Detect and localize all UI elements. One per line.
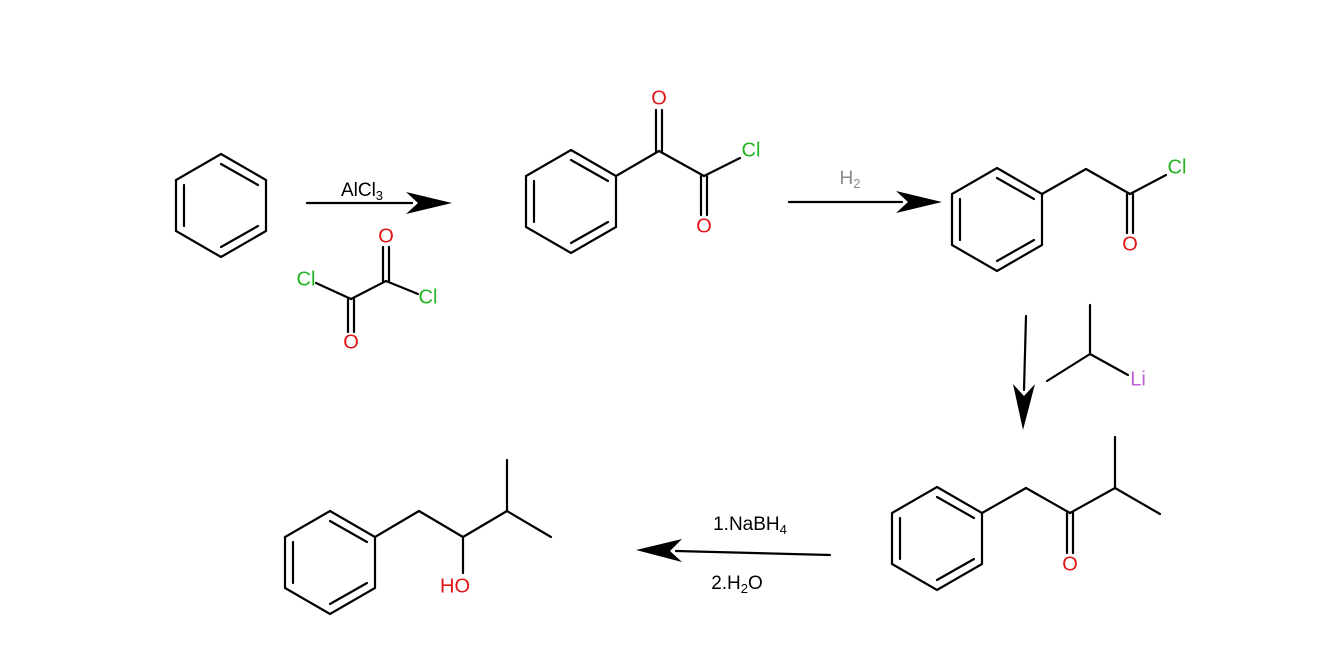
reagent-water: 2.H2O	[711, 573, 763, 596]
atom-oxygen: O	[378, 225, 394, 247]
reaction-arrow-icon	[1013, 314, 1035, 430]
molecule-ketone-product: O	[890, 435, 1162, 592]
molecule-phenylglyoxylyl-chloride: O O Cl	[524, 87, 761, 255]
molecule-oxalyl-chloride: O O Cl Cl	[297, 225, 438, 353]
reaction-arrow-icon	[787, 191, 942, 213]
molecule-alcohol-product: HO	[283, 458, 553, 616]
reaction-arrow-icon	[305, 192, 452, 214]
reaction-arrow-icon	[636, 539, 832, 562]
atom-oxygen: O	[651, 87, 667, 109]
reagent-hydrogen: H2	[840, 168, 861, 191]
atom-hydroxyl: HO	[440, 575, 470, 597]
molecule-isopropyllithium: Li	[1045, 303, 1146, 390]
molecule-benzene	[174, 152, 268, 259]
atom-chlorine: Cl	[419, 286, 438, 308]
reagent-alcl3: AlCl3	[341, 180, 383, 203]
atom-chlorine: Cl	[1168, 156, 1187, 178]
atom-chlorine: Cl	[742, 139, 761, 161]
atom-chlorine: Cl	[297, 268, 316, 290]
molecule-phenylacetyl-chloride: O Cl	[950, 156, 1187, 273]
atom-oxygen: O	[696, 215, 712, 237]
atom-lithium: Li	[1130, 368, 1146, 390]
atom-oxygen: O	[1122, 233, 1138, 255]
reagent-nabh4: 1.NaBH4	[713, 514, 787, 537]
atom-oxygen: O	[1062, 553, 1078, 575]
atom-oxygen: O	[343, 331, 359, 353]
